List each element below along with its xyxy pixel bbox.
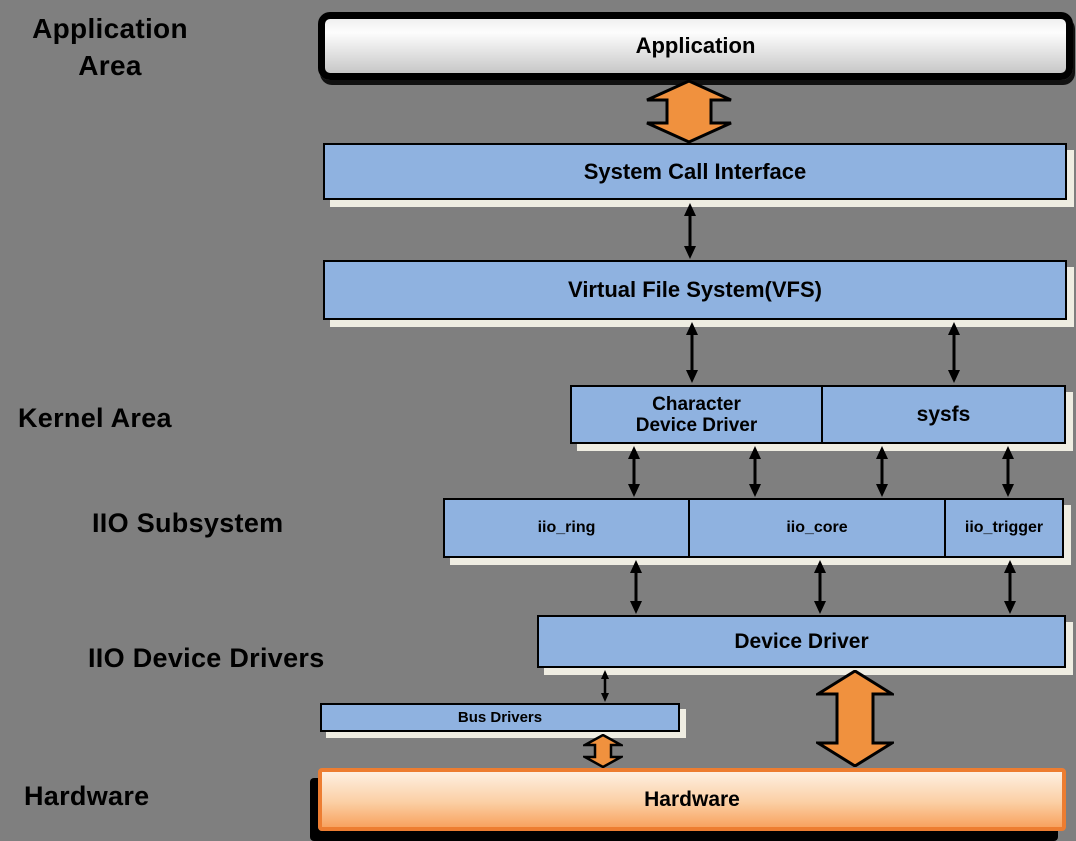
- iio-ring-label: iio_ring: [537, 519, 596, 536]
- black-double-arrow-iio-ring-device-driver-icon: [630, 560, 642, 614]
- iio-core-label: iio_core: [786, 519, 848, 536]
- label-hardware-area: Hardware: [24, 781, 150, 811]
- device-driver-box: Device Driver: [537, 615, 1066, 668]
- label-kernel-area: Kernel Area: [18, 403, 172, 433]
- orange-double-arrow-bus-drivers-hardware-icon: [583, 734, 623, 768]
- black-double-arrow-sysfs-iio-core-icon: [876, 446, 888, 497]
- bus-drivers-box: Bus Drivers: [320, 703, 680, 732]
- system-call-interface-box: System Call Interface: [323, 143, 1067, 200]
- orange-double-arrow-device-driver-hardware-icon: [816, 670, 894, 767]
- orange-double-arrow-application-sci-icon: [646, 80, 732, 143]
- iio-ring-box: iio_ring: [443, 498, 690, 558]
- iio-trigger-label: iio_trigger: [964, 519, 1044, 536]
- bus-drivers-label: Bus Drivers: [457, 709, 543, 726]
- sysfs-label: sysfs: [916, 402, 971, 426]
- character-device-driver-label-line2: Device Driver: [635, 414, 758, 436]
- character-device-driver-label-line1: Character: [652, 393, 741, 415]
- black-double-arrow-device-driver-bus-drivers-icon: [601, 670, 609, 702]
- device-driver-label: Device Driver: [734, 629, 869, 653]
- black-double-arrow-sysfs-iio-trigger-icon: [1002, 446, 1014, 497]
- iio-core-box: iio_core: [688, 498, 946, 558]
- label-iio-subsystem: IIO Subsystem: [92, 508, 284, 538]
- vfs-label: Virtual File System(VFS): [568, 277, 822, 302]
- black-double-arrow-vfs-cdd-icon: [686, 322, 698, 383]
- label-application-area-line1: Application: [32, 13, 188, 44]
- character-device-driver-box: Character Device Driver: [570, 385, 823, 444]
- sysfs-box: sysfs: [821, 385, 1066, 444]
- label-iio-device-drivers: IIO Device Drivers: [88, 643, 325, 673]
- hardware-box: Hardware: [318, 768, 1066, 831]
- iio-trigger-box: iio_trigger: [944, 498, 1064, 558]
- black-double-arrow-iio-core-device-driver-icon: [814, 560, 826, 614]
- black-double-arrow-cdd-iio-core-icon: [749, 446, 761, 497]
- application-box: Application: [318, 12, 1073, 80]
- label-application-area-line2: Area: [78, 50, 142, 81]
- black-double-arrow-vfs-sysfs-icon: [948, 322, 960, 383]
- application-box-label: Application: [635, 33, 756, 58]
- label-application-area: Application Area: [12, 10, 208, 84]
- hardware-box-label: Hardware: [644, 787, 740, 811]
- vfs-box: Virtual File System(VFS): [323, 260, 1067, 320]
- black-double-arrow-cdd-iio-ring-icon: [628, 446, 640, 497]
- black-double-arrow-iio-trigger-device-driver-icon: [1004, 560, 1016, 614]
- black-double-arrow-sci-vfs-icon: [684, 203, 696, 259]
- system-call-interface-label: System Call Interface: [583, 158, 807, 184]
